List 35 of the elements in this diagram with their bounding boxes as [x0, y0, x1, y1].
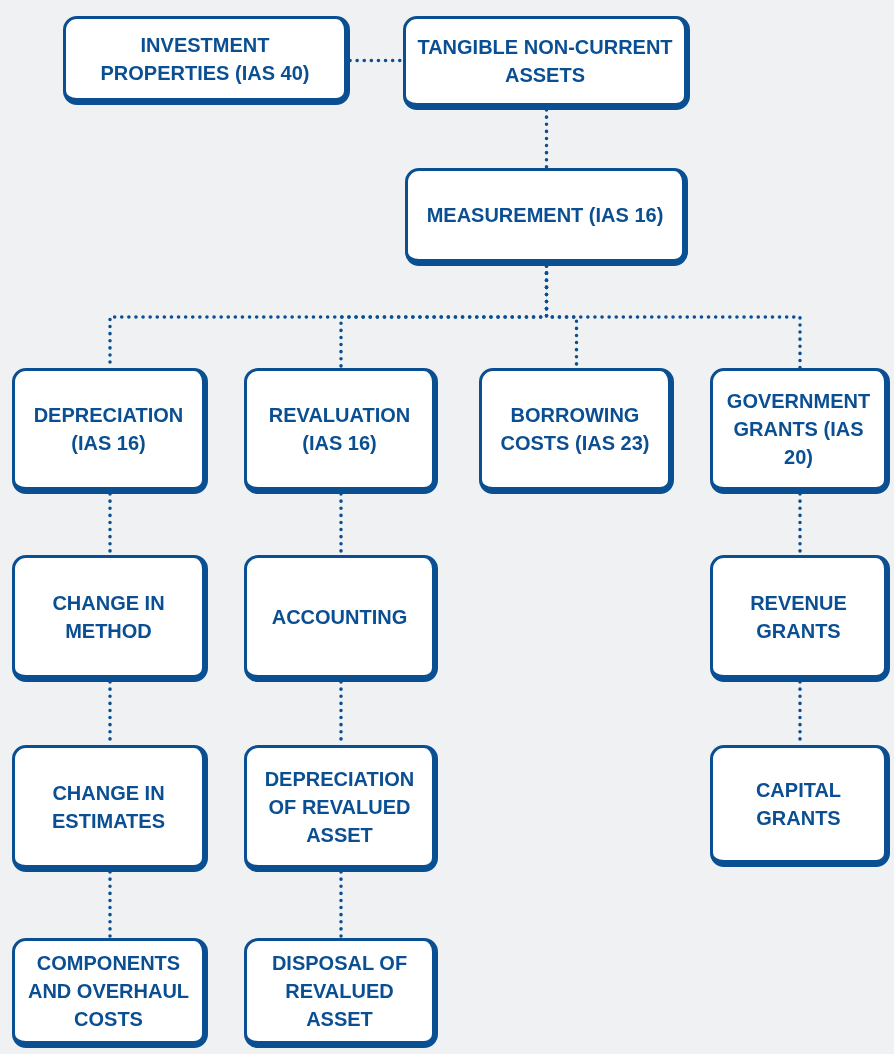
- rounded-box: [244, 368, 438, 494]
- dotted-connector: [339, 870, 343, 940]
- box-label: GOVERNMENT GRANTS (IAS 20): [725, 389, 872, 470]
- rounded-box: [479, 368, 674, 494]
- dotted-connector: [108, 870, 112, 940]
- rounded-box: [403, 16, 690, 110]
- rounded-box: [12, 368, 208, 494]
- box-label: INVESTMENT PROPERTIES (IAS 40): [99, 32, 311, 86]
- rounded-box: [405, 168, 688, 266]
- box-label: REVALUATION (IAS 16): [267, 403, 412, 456]
- rounded-box: [710, 745, 890, 867]
- box-label: TANGIBLE NON-CURRENT ASSETS: [416, 35, 674, 88]
- box-label: DEPRECIATION OF REVALUED ASSET: [263, 766, 416, 848]
- rounded-box: [244, 555, 438, 682]
- rounded-box: [244, 745, 438, 872]
- box-label: BORROWING COSTS (IAS 23): [499, 403, 651, 456]
- rounded-box: [12, 555, 208, 682]
- box-label: CHANGE IN ESTIMATES: [51, 780, 166, 834]
- dotted-connector: [544, 264, 802, 370]
- rounded-box: [63, 16, 350, 105]
- box-label: DISPOSAL OF REVALUED ASSET: [270, 951, 409, 1032]
- box-label: ACCOUNTING: [271, 604, 408, 630]
- box-label: CHANGE IN METHOD: [51, 590, 166, 644]
- dotted-connector: [348, 58, 405, 63]
- box-label: COMPONENTS AND OVERHAUL COSTS: [26, 951, 191, 1032]
- rounded-box: [710, 368, 890, 494]
- rounded-box: [12, 745, 208, 872]
- box-label: REVENUE GRANTS: [749, 590, 848, 644]
- box-label: CAPITAL GRANTS: [754, 778, 843, 831]
- box-label: MEASUREMENT (IAS 16): [426, 203, 664, 228]
- rounded-box: [710, 555, 890, 682]
- box-label: DEPRECIATION (IAS 16): [32, 403, 185, 456]
- dotted-connector: [544, 108, 549, 170]
- rounded-box: [244, 938, 438, 1048]
- rounded-box: [12, 938, 208, 1048]
